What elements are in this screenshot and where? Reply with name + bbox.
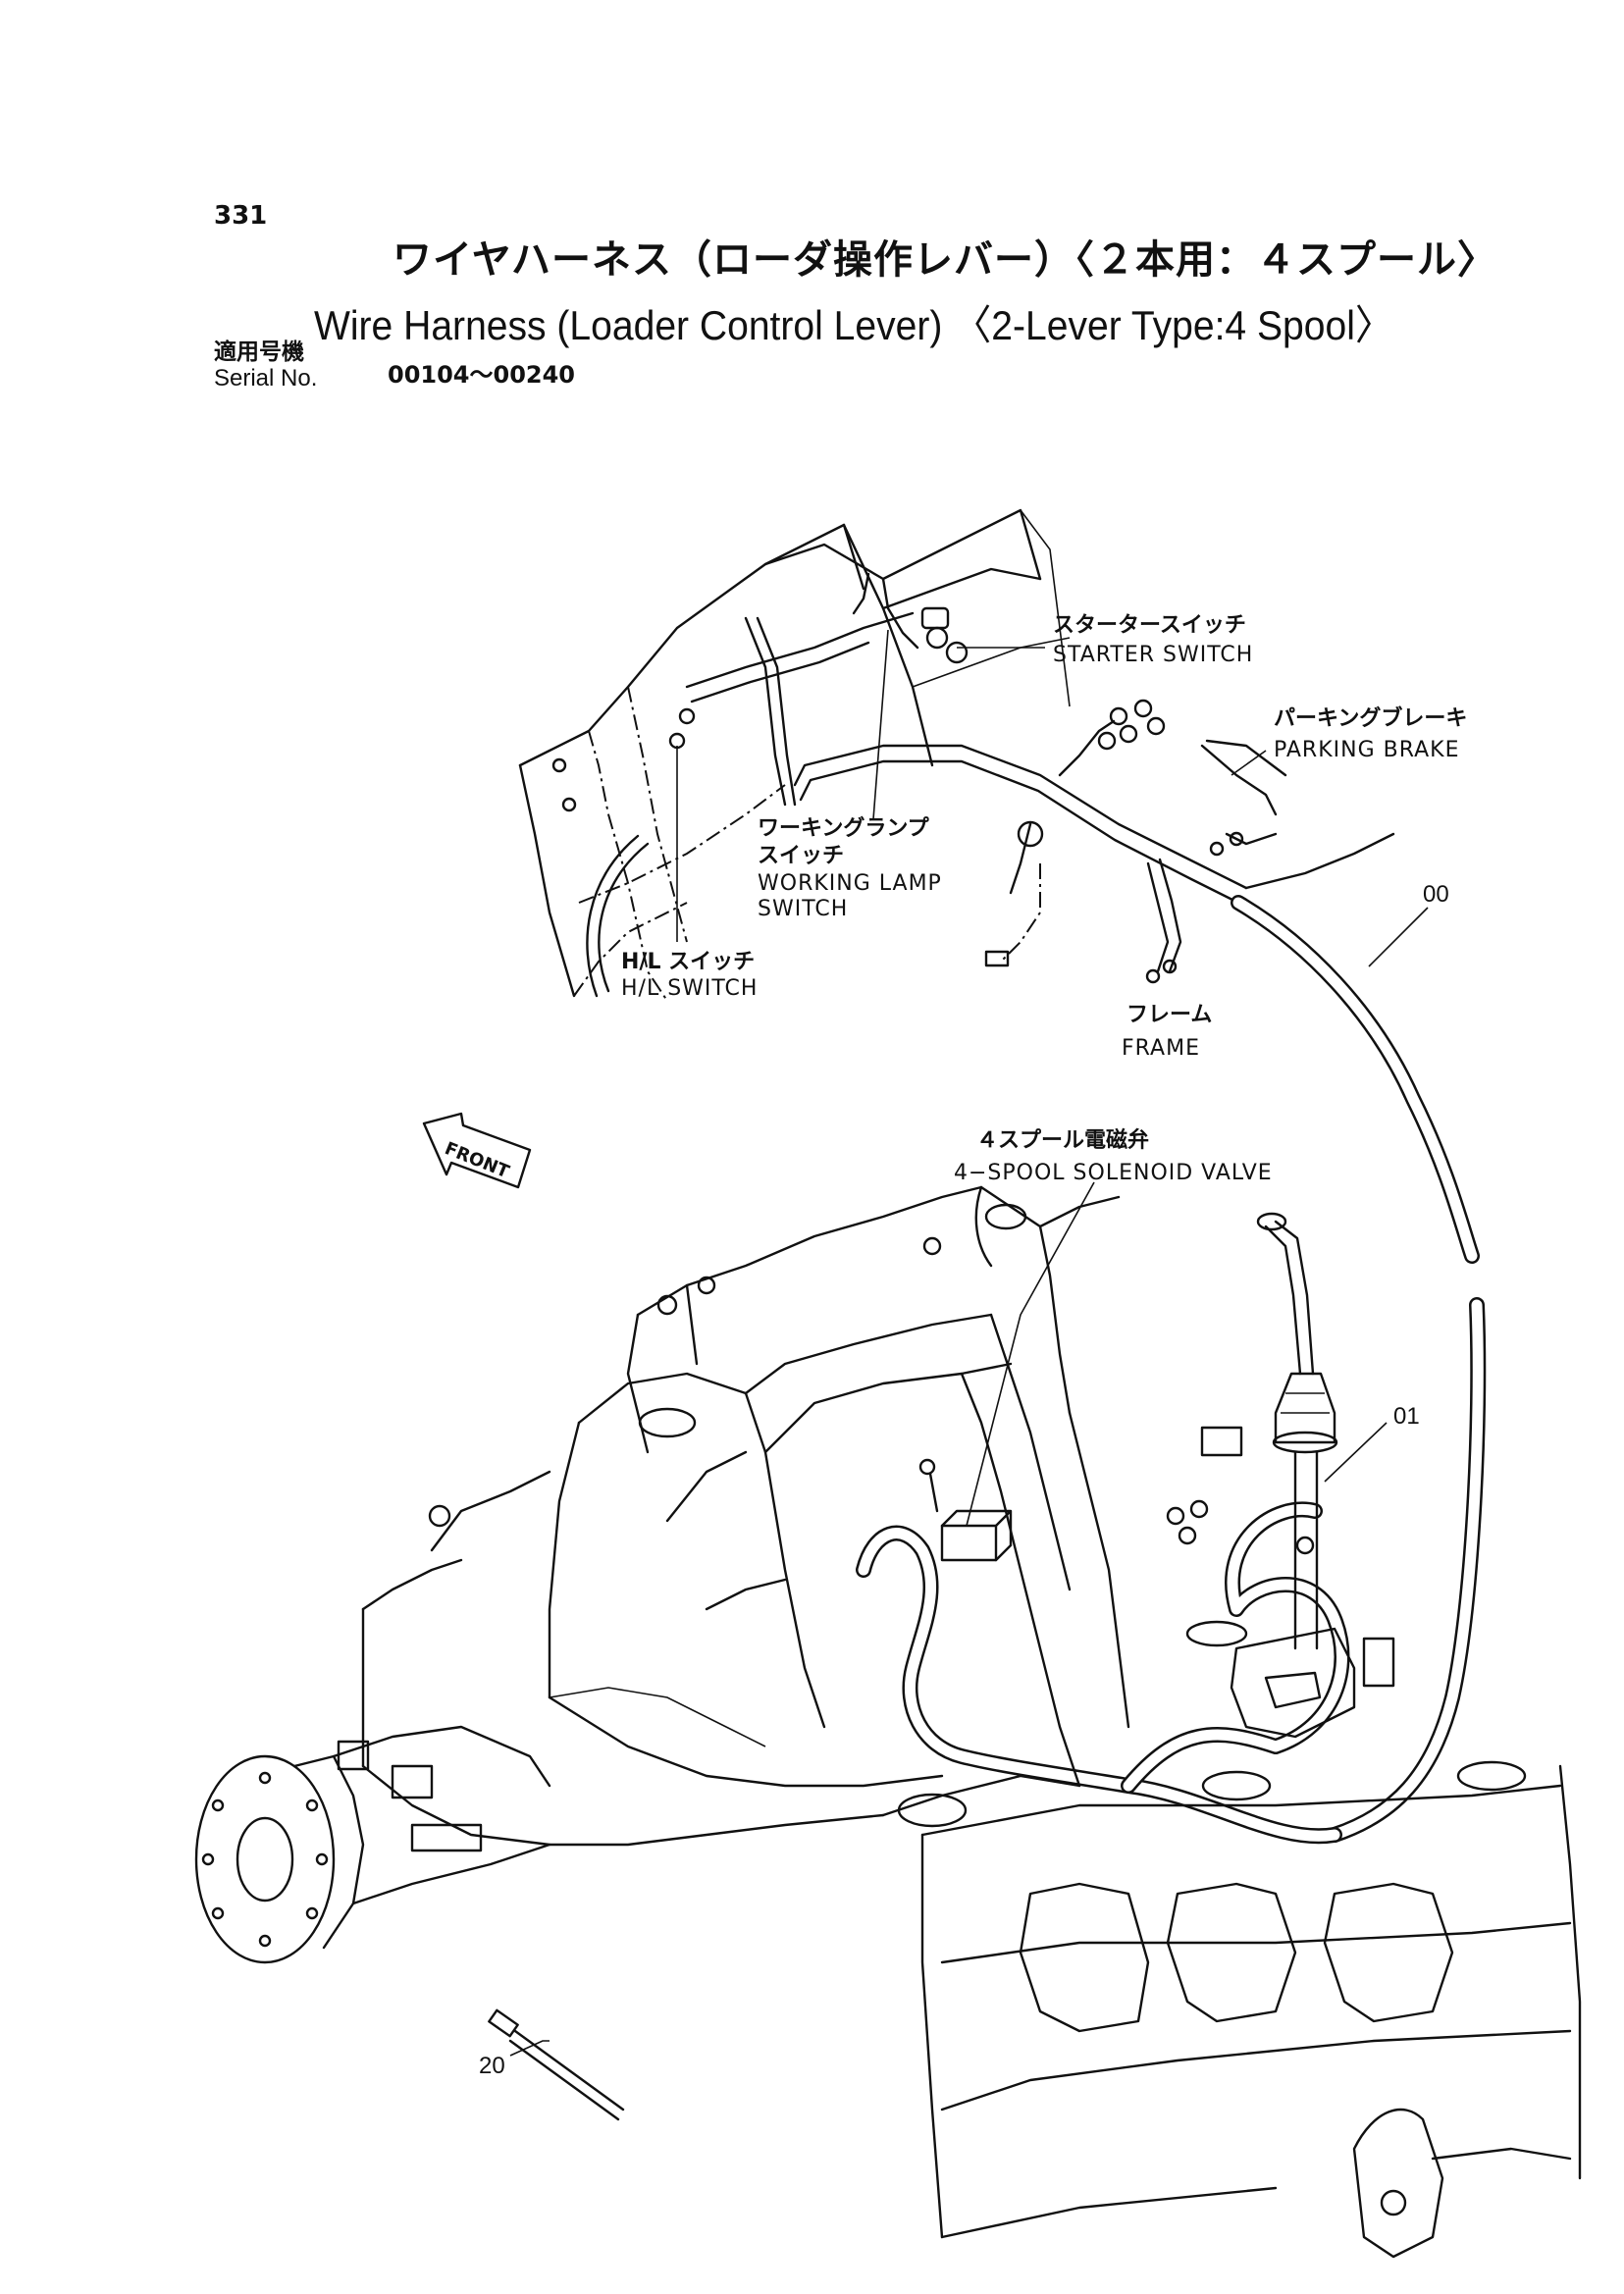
ref-number-01: 01 (1393, 1403, 1420, 1430)
page-title-jp: ワイヤハーネス（ローダ操作レバー）〈２本用：４スプール〉 (393, 237, 1497, 283)
parking-brake-label: PARKING BRAKE (1274, 738, 1460, 762)
serial-value: 00104～00240 (388, 361, 575, 389)
serial-label-jp: 適用号機 (214, 339, 304, 365)
frame-label: FRAME (1122, 1036, 1200, 1061)
solenoid-valve (918, 1458, 1013, 1562)
hl-switch-label: H/L SWITCH (621, 976, 759, 1001)
ref-number-00: 00 (1423, 881, 1449, 908)
starter-switch-label-jp: スタータースイッチ (1053, 613, 1246, 638)
solenoid-valve-label: 4−SPOOL SOLENOID VALVE (954, 1161, 1273, 1185)
working-lamp-label-jp-1: ワーキングランプ (758, 816, 929, 841)
solenoid-valve-label-jp: ４スプール電磁弁 (976, 1128, 1150, 1153)
main-harness-00 (1231, 895, 1487, 1843)
page-number: 331 (214, 201, 268, 231)
lever-harness-01 (856, 1426, 1350, 1845)
starter-switch-label: STARTER SWITCH (1053, 643, 1254, 667)
parking-brake-label-jp: パーキングブレーキ (1274, 706, 1468, 731)
working-lamp-label-1: WORKING LAMP (758, 871, 942, 896)
hl-switch-label-jp: H/L スイッチ (621, 950, 756, 974)
working-lamp-label-jp-2: スイッチ (758, 844, 845, 868)
ref-number-20: 20 (479, 2053, 505, 2079)
axle-flange (194, 1725, 551, 1964)
front-arrow-icon (422, 1112, 532, 1189)
serial-label-en: Serial No. (214, 365, 318, 391)
frame-label-jp: フレーム (1126, 1003, 1213, 1027)
working-lamp-label-2: SWITCH (758, 897, 849, 921)
cable-tie-icon (488, 2008, 625, 2121)
loader-frame (361, 1185, 1582, 2259)
control-lever (1185, 1212, 1395, 1739)
cab-dashboard (518, 508, 1071, 1002)
leader-lines (509, 629, 1429, 2057)
page-title-en: Wire Harness (Loader Control Lever) 〈2-L… (314, 302, 1393, 348)
upper-wiring (551, 572, 1395, 984)
